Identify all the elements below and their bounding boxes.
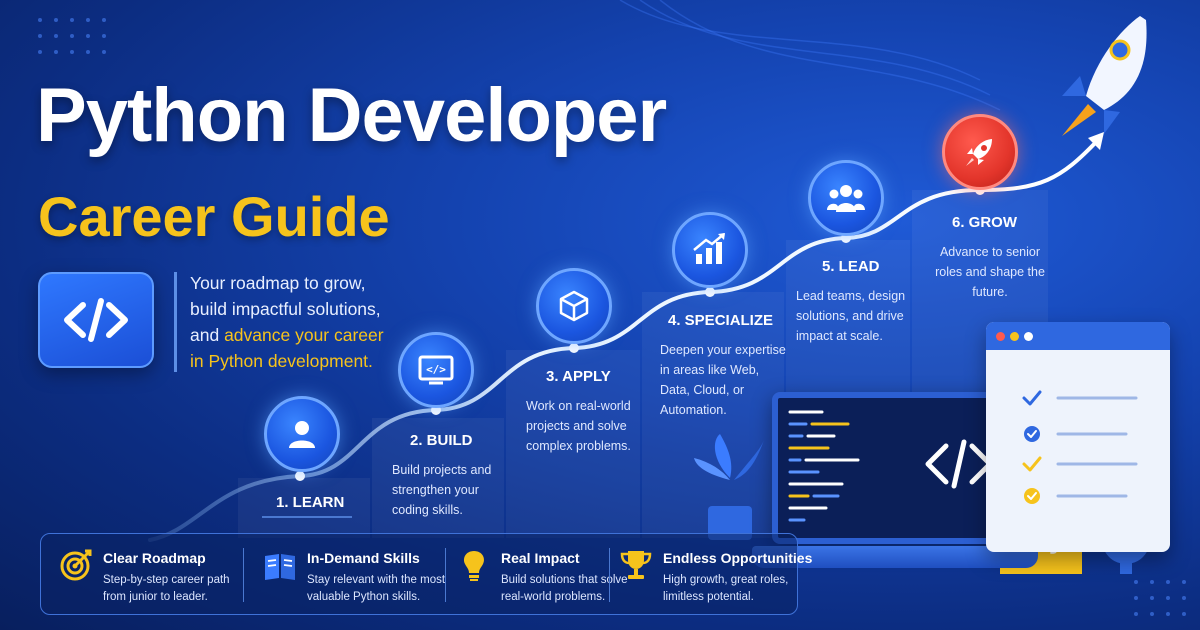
feature-item: Endless Opportunities High growth, great… [619,534,812,616]
step-specialize-title: 4. SPECIALIZE [668,312,774,329]
feature-item: In-Demand Skills Stay relevant with the … [263,534,453,616]
target-icon [59,548,93,582]
step-build-desc: Build projects and strengthen your codin… [392,463,492,517]
tagline-divider [174,272,177,372]
step-grow-desc: Advance to senior roles and shape the fu… [935,245,1045,299]
step-learn-underline [262,516,352,518]
checklist-window-illustration [986,322,1170,552]
step-specialize-desc: Deepen your expertise in areas like Web,… [660,343,786,417]
step-apply-title: 3. APPLY [546,368,611,385]
step-build-icon: </> [398,332,474,408]
laptop-code-illustration [772,392,1008,544]
step-apply-icon [536,268,612,344]
step-build-title: 2. BUILD [410,432,473,449]
tagline: Your roadmap to grow, build impactful so… [190,273,384,371]
step-lead-title: 5. LEAD [822,258,880,275]
feature-divider [243,548,244,602]
trophy-icon [619,548,653,582]
step-grow-title: 6. GROW [952,214,1018,231]
step-learn-title: 1. LEARN [276,494,345,511]
feature-divider [609,548,610,602]
page-subtitle: Career Guide [38,185,390,248]
step-specialize-icon [672,212,748,288]
step-apply-desc: Work on real-world projects and solve co… [526,399,631,453]
step-lead-desc: Lead teams, design solutions, and drive … [796,289,906,343]
feature-item: Clear Roadmap Step-by-step career path f… [59,534,249,616]
features-panel: Clear Roadmap Step-by-step career path f… [40,533,812,616]
rocket-illustration-icon [1062,16,1147,136]
code-brackets-icon [38,272,154,368]
svg-text:</>: </> [426,363,446,376]
step-learn-icon [264,396,340,472]
feature-item: Real Impact Build solutions that solve r… [457,534,628,616]
page-title: Python Developer [36,73,667,158]
book-icon [263,548,297,582]
step-grow-icon [942,114,1018,190]
laptop-base [752,546,1038,568]
lightbulb-icon [457,548,491,582]
feature-divider [445,548,446,602]
step-lead-icon [808,160,884,236]
